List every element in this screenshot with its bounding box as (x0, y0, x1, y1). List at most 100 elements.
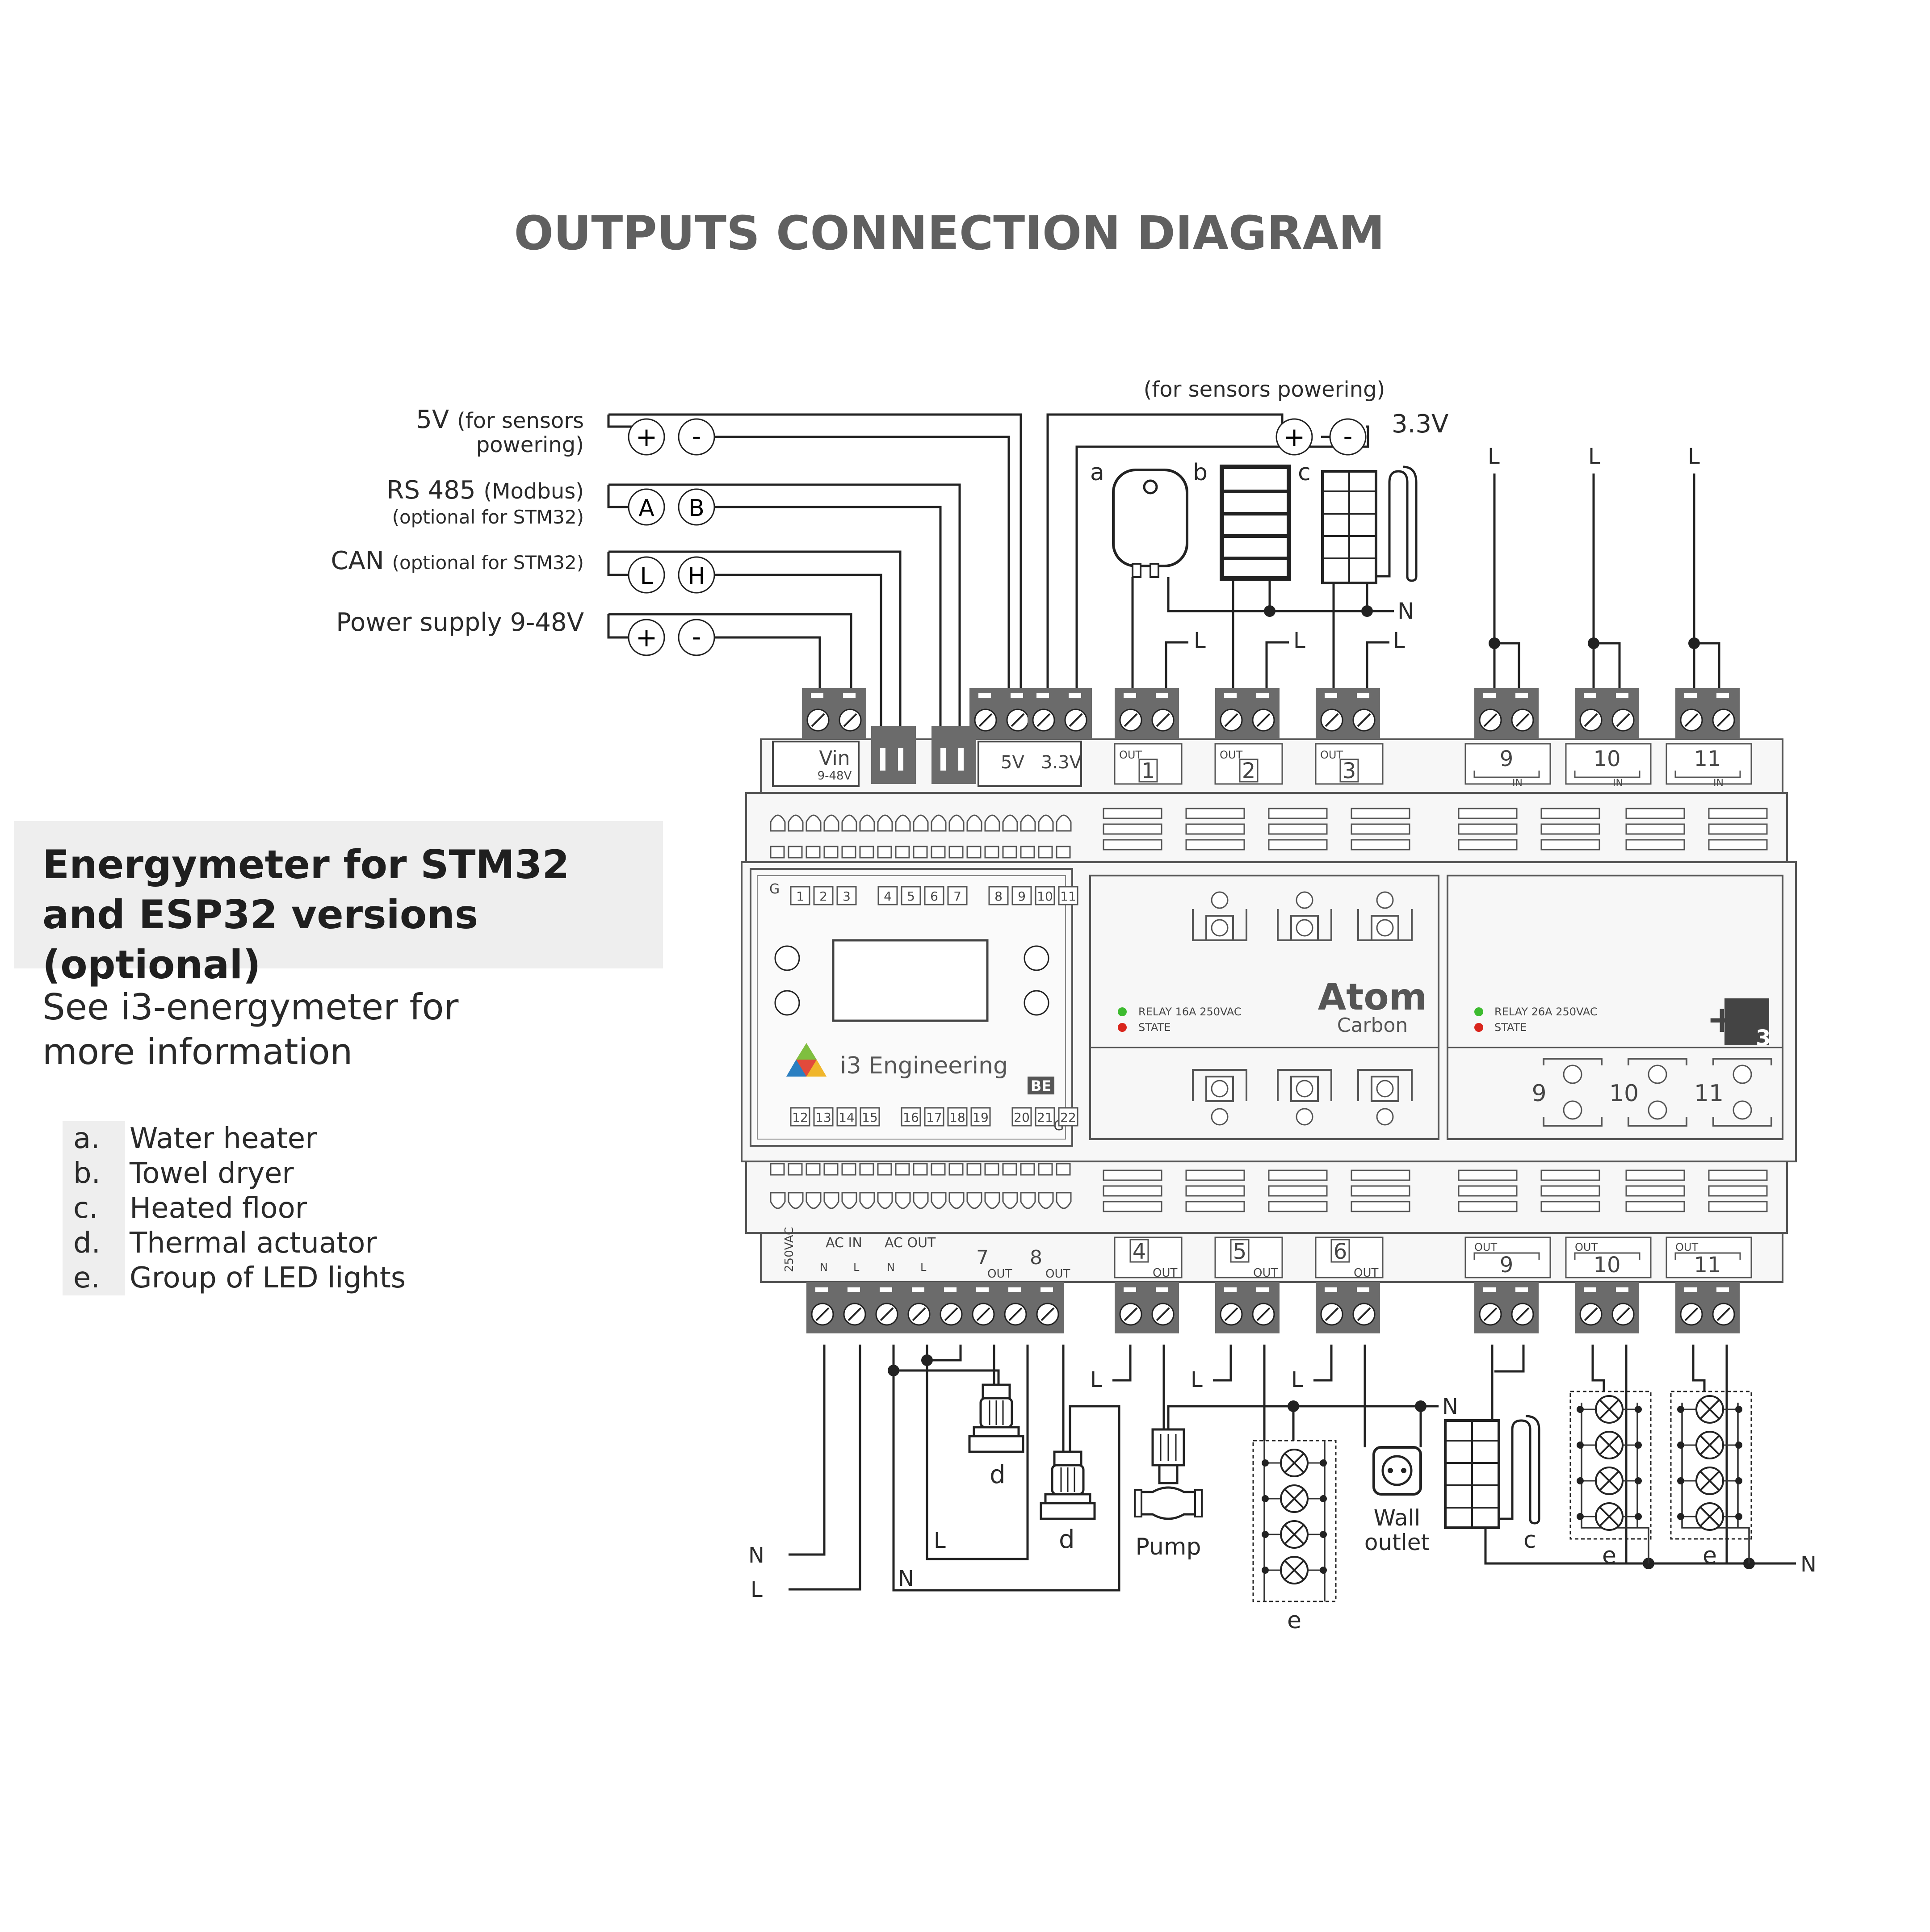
terminal-3v3 (1028, 688, 1092, 739)
svg-text:13: 13 (815, 1110, 831, 1125)
water-heater-icon (1112, 469, 1188, 578)
svg-text:3: 3 (1343, 759, 1356, 784)
can-h-circle (678, 556, 715, 594)
svg-text:17: 17 (926, 1110, 942, 1125)
svg-text:2: 2 (1242, 759, 1256, 784)
led-lamp-icon (1262, 1520, 1327, 1549)
display-channel-number: 18 (947, 1107, 968, 1127)
svg-text:A: A (638, 495, 655, 522)
svg-text:L: L (751, 1577, 763, 1602)
svg-text:L: L (934, 1528, 946, 1553)
v5-plus-circle (628, 418, 665, 456)
svg-text:a: a (1090, 459, 1104, 486)
svg-text:11: 11 (1694, 746, 1721, 771)
svg-text:L: L (1090, 1367, 1102, 1392)
heated-floor-icon: c (1444, 1415, 1540, 1554)
svg-text:IN: IN (1512, 778, 1523, 789)
legend-list: a.Water heater b.Towel dryer c.Heated fl… (63, 1121, 406, 1295)
svg-text:H: H (688, 563, 705, 590)
energymeter-note-line1: See i3-energymeter for (42, 986, 459, 1028)
svg-text:9: 9 (1018, 889, 1026, 904)
svg-text:Pump: Pump (1135, 1534, 1201, 1560)
svg-text:11: 11 (1694, 1080, 1724, 1107)
svg-text:N: N (1397, 598, 1414, 624)
svg-text:-: - (692, 621, 701, 652)
svg-text:9: 9 (1531, 1080, 1546, 1107)
connector-teeth-bottom (770, 1163, 1072, 1209)
svg-text:N: N (898, 1566, 914, 1591)
power-supply-label: Power supply 9-48V (336, 608, 584, 637)
relay-indicator (1357, 1069, 1413, 1126)
energymeter-heading-line2: and ESP32 versions (optional) (42, 892, 478, 988)
svg-text:OUT: OUT (1220, 749, 1242, 761)
svg-text:4: 4 (1133, 1239, 1146, 1264)
input-label: 9IN (1464, 743, 1551, 789)
svg-text:L: L (1393, 628, 1405, 653)
svg-text:L: L (1488, 444, 1500, 469)
svg-text:22: 22 (1060, 1110, 1076, 1125)
svg-text:12: 12 (792, 1110, 808, 1125)
terminal-5v (969, 688, 1034, 739)
display-channel-number: 3 (836, 886, 857, 905)
input-labels: 5V (for sensors powering) RS 485 (Modbus… (331, 377, 1448, 637)
svg-text:e: e (1287, 1607, 1301, 1634)
led-lamp-icon (1677, 1467, 1742, 1495)
vents-bottom (1103, 1169, 1768, 1212)
svg-text:B: B (688, 495, 705, 522)
svg-text:15: 15 (862, 1110, 878, 1125)
can-label-small: (optional for STM32) (392, 552, 584, 574)
r3-state-led-red (1474, 1023, 1483, 1032)
svg-text:OUT: OUT (1119, 749, 1142, 761)
terminal-ac-bank (806, 1282, 1064, 1333)
display-channel-number: 13 (813, 1107, 834, 1127)
energymeter-heading-line1: Energymeter for STM32 (42, 842, 570, 888)
pump-icon: Pump (1134, 1428, 1203, 1560)
led-lamp-icon (1577, 1395, 1642, 1424)
svg-text:N: N (1800, 1552, 1817, 1577)
svg-text:6: 6 (1334, 1239, 1347, 1264)
r3-relay-indicator: 9 (1531, 1058, 1603, 1127)
svg-text:RELAY 26A 250VAC: RELAY 26A 250VAC (1494, 1006, 1598, 1018)
svg-text:L: L (640, 563, 653, 590)
terminal-r3-out9 (1474, 1282, 1539, 1333)
svg-text:d: d (990, 1460, 1006, 1489)
svg-text:OUT: OUT (1253, 1266, 1278, 1280)
led-lamp-icon (1262, 1556, 1327, 1584)
terminal-blocks (802, 688, 1740, 1333)
svg-text:1: 1 (796, 889, 804, 904)
svg-text:N: N (1442, 1394, 1458, 1419)
led-lamp-icon (1677, 1431, 1742, 1459)
v5-label-line2: powering) (476, 432, 584, 457)
svg-text:N: N (887, 1261, 895, 1274)
power-minus-circle (678, 619, 715, 656)
svg-text:7: 7 (976, 1246, 989, 1269)
display-channel-number: 14 (836, 1107, 857, 1127)
terminal-out4 (1115, 1282, 1179, 1333)
rs485-label: RS 485 (386, 476, 475, 505)
svg-text:CAN (optional for STM32): CAN (optional for STM32) (331, 546, 584, 575)
sensors-powering-label: (for sensors powering) (1144, 377, 1385, 402)
display-button (1024, 945, 1049, 971)
display-channel-number: 2 (813, 886, 834, 905)
info-box (14, 821, 663, 968)
svg-text:L: L (1291, 1367, 1303, 1392)
brand-label: i3 Engineering (840, 1052, 1008, 1079)
rs485-label-small: (Modbus) (483, 479, 584, 504)
bottom-wiring: N L L N d (748, 1345, 1817, 1634)
svg-text:3: 3 (1756, 1026, 1771, 1051)
v5-minus-circle (678, 418, 715, 456)
svg-text:outlet: outlet (1364, 1530, 1430, 1555)
display-channel-number: 1 (790, 886, 810, 905)
